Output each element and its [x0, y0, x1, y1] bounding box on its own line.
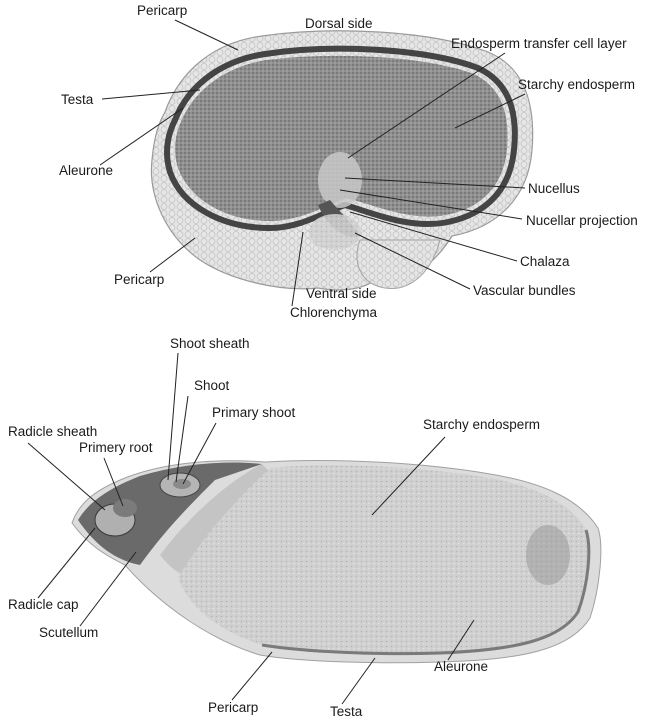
grain-cross-section	[151, 31, 532, 290]
label-radicle-sheath: Radicle sheath	[8, 424, 97, 439]
label-testa-top: Testa	[61, 92, 94, 107]
grain-longitudinal-section	[72, 461, 601, 663]
label-starchy-endosperm-top: Starchy endosperm	[518, 77, 635, 92]
label-nucellus: Nucellus	[528, 181, 580, 196]
label-nucellar-projection: Nucellar projection	[526, 213, 638, 228]
label-vascular-bundles: Vascular bundles	[473, 283, 576, 298]
ventral-lobe-right	[357, 240, 440, 289]
leader-scutellum	[80, 552, 136, 626]
endosperm-dark-patch	[526, 525, 570, 585]
label-scutellum: Scutellum	[39, 625, 98, 640]
label-pericarp-top: Pericarp	[137, 3, 187, 18]
label-primary-shoot: Primary shoot	[212, 405, 296, 420]
label-starchy-endosperm-bottom: Starchy endosperm	[423, 417, 540, 432]
label-pericarp-bottom: Pericarp	[208, 700, 258, 715]
vascular-region	[309, 214, 361, 250]
leader-testa-bottom	[342, 658, 375, 704]
label-chlorenchyma: Chlorenchyma	[290, 305, 378, 320]
label-aleurone-bottom: Aleurone	[434, 659, 488, 674]
leader-pericarp-ventral	[150, 238, 195, 272]
label-testa-bottom: Testa	[330, 704, 363, 719]
nucellus-region	[318, 152, 362, 208]
label-ventral-side: Ventral side	[306, 286, 377, 301]
leader-pericarp-bottom	[232, 652, 272, 700]
label-radicle-cap: Radicle cap	[8, 597, 79, 612]
leader-radicle-cap	[38, 528, 95, 598]
label-primery-root: Primery root	[79, 440, 153, 455]
primary-shoot-structure	[173, 479, 191, 489]
label-pericarp-ventral: Pericarp	[114, 272, 164, 287]
label-shoot: Shoot	[194, 378, 230, 393]
label-shoot-sheath: Shoot sheath	[170, 336, 250, 351]
label-endosperm-transfer-cell-layer: Endosperm transfer cell layer	[451, 36, 627, 51]
label-aleurone-top: Aleurone	[59, 163, 113, 178]
leader-shoot-sheath	[168, 353, 178, 480]
leader-pericarp-top	[175, 20, 238, 50]
label-chalaza: Chalaza	[520, 254, 570, 269]
label-dorsal-side: Dorsal side	[305, 16, 373, 31]
primary-root-structure	[113, 499, 137, 517]
